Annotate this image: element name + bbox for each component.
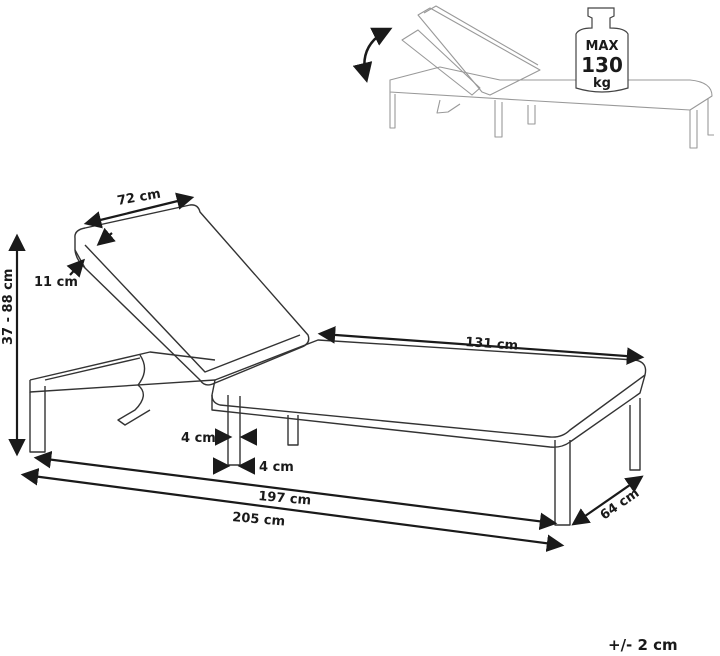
seat-length-dim: [317, 326, 645, 365]
backrest-width-dim: [83, 192, 195, 229]
max-load-value: 130: [581, 53, 623, 77]
height-label: 37 - 88 cm: [1, 269, 16, 345]
adjustable-backrest-arrow-icon: [352, 27, 393, 83]
main-lounger-drawing: [29, 204, 647, 526]
thickness-arrow-bottom: [66, 258, 85, 278]
tolerance-note: +/- 2 cm: [608, 636, 678, 654]
thickness-arrow-top: [96, 227, 116, 246]
max-label: MAX: [585, 39, 618, 54]
frame-length-label: 197 cm: [258, 489, 312, 509]
seat-length-label: 131 cm: [465, 335, 519, 354]
leg-width-label: 4 cm: [259, 460, 294, 475]
frame-length-dim: [33, 450, 558, 531]
weight-icon: MAX 130 kg: [575, 7, 629, 93]
max-load-unit: kg: [593, 76, 611, 91]
total-length-label: 205 cm: [232, 510, 286, 530]
width-dim: [571, 475, 644, 526]
inset-lounger-illustration: [389, 5, 714, 149]
thickness-label: 11 cm: [34, 275, 78, 290]
leg-depth-label: 4 cm: [181, 431, 216, 446]
total-length-dim: [20, 467, 565, 553]
